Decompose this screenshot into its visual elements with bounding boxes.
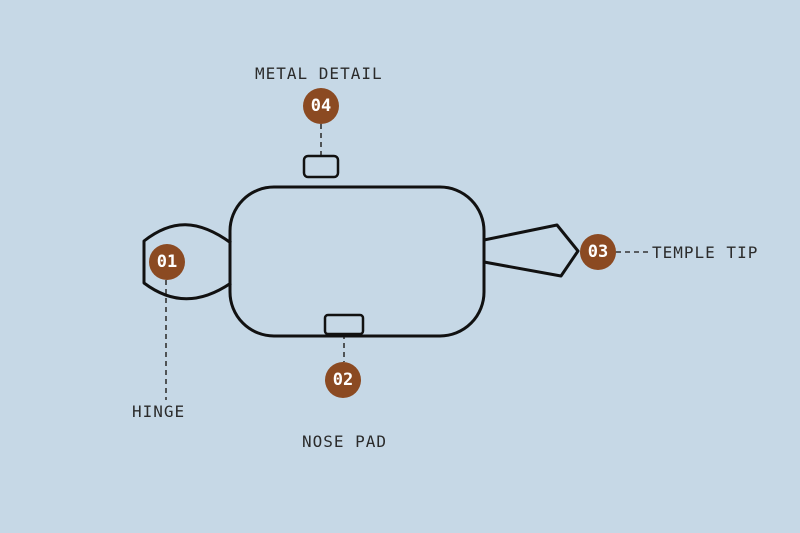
callout-marker-03: 03	[580, 234, 616, 270]
metal-detail-shape	[302, 154, 340, 179]
callout-label-nose-pad: NOSE PAD	[302, 432, 388, 451]
callout-marker-02: 02	[325, 362, 361, 398]
temple-tip-shape	[483, 223, 580, 278]
callout-marker-01: 01	[149, 244, 185, 280]
callout-marker-04: 04	[303, 88, 339, 124]
nose-pad-shape	[323, 313, 365, 336]
frame-body	[228, 185, 486, 338]
callout-label-temple-tip: TEMPLE TIP	[652, 243, 759, 262]
hinge-shape	[142, 223, 232, 301]
callout-label-metal-detail: METAL DETAIL	[255, 64, 383, 83]
callout-label-hinge: HINGE	[132, 402, 186, 421]
